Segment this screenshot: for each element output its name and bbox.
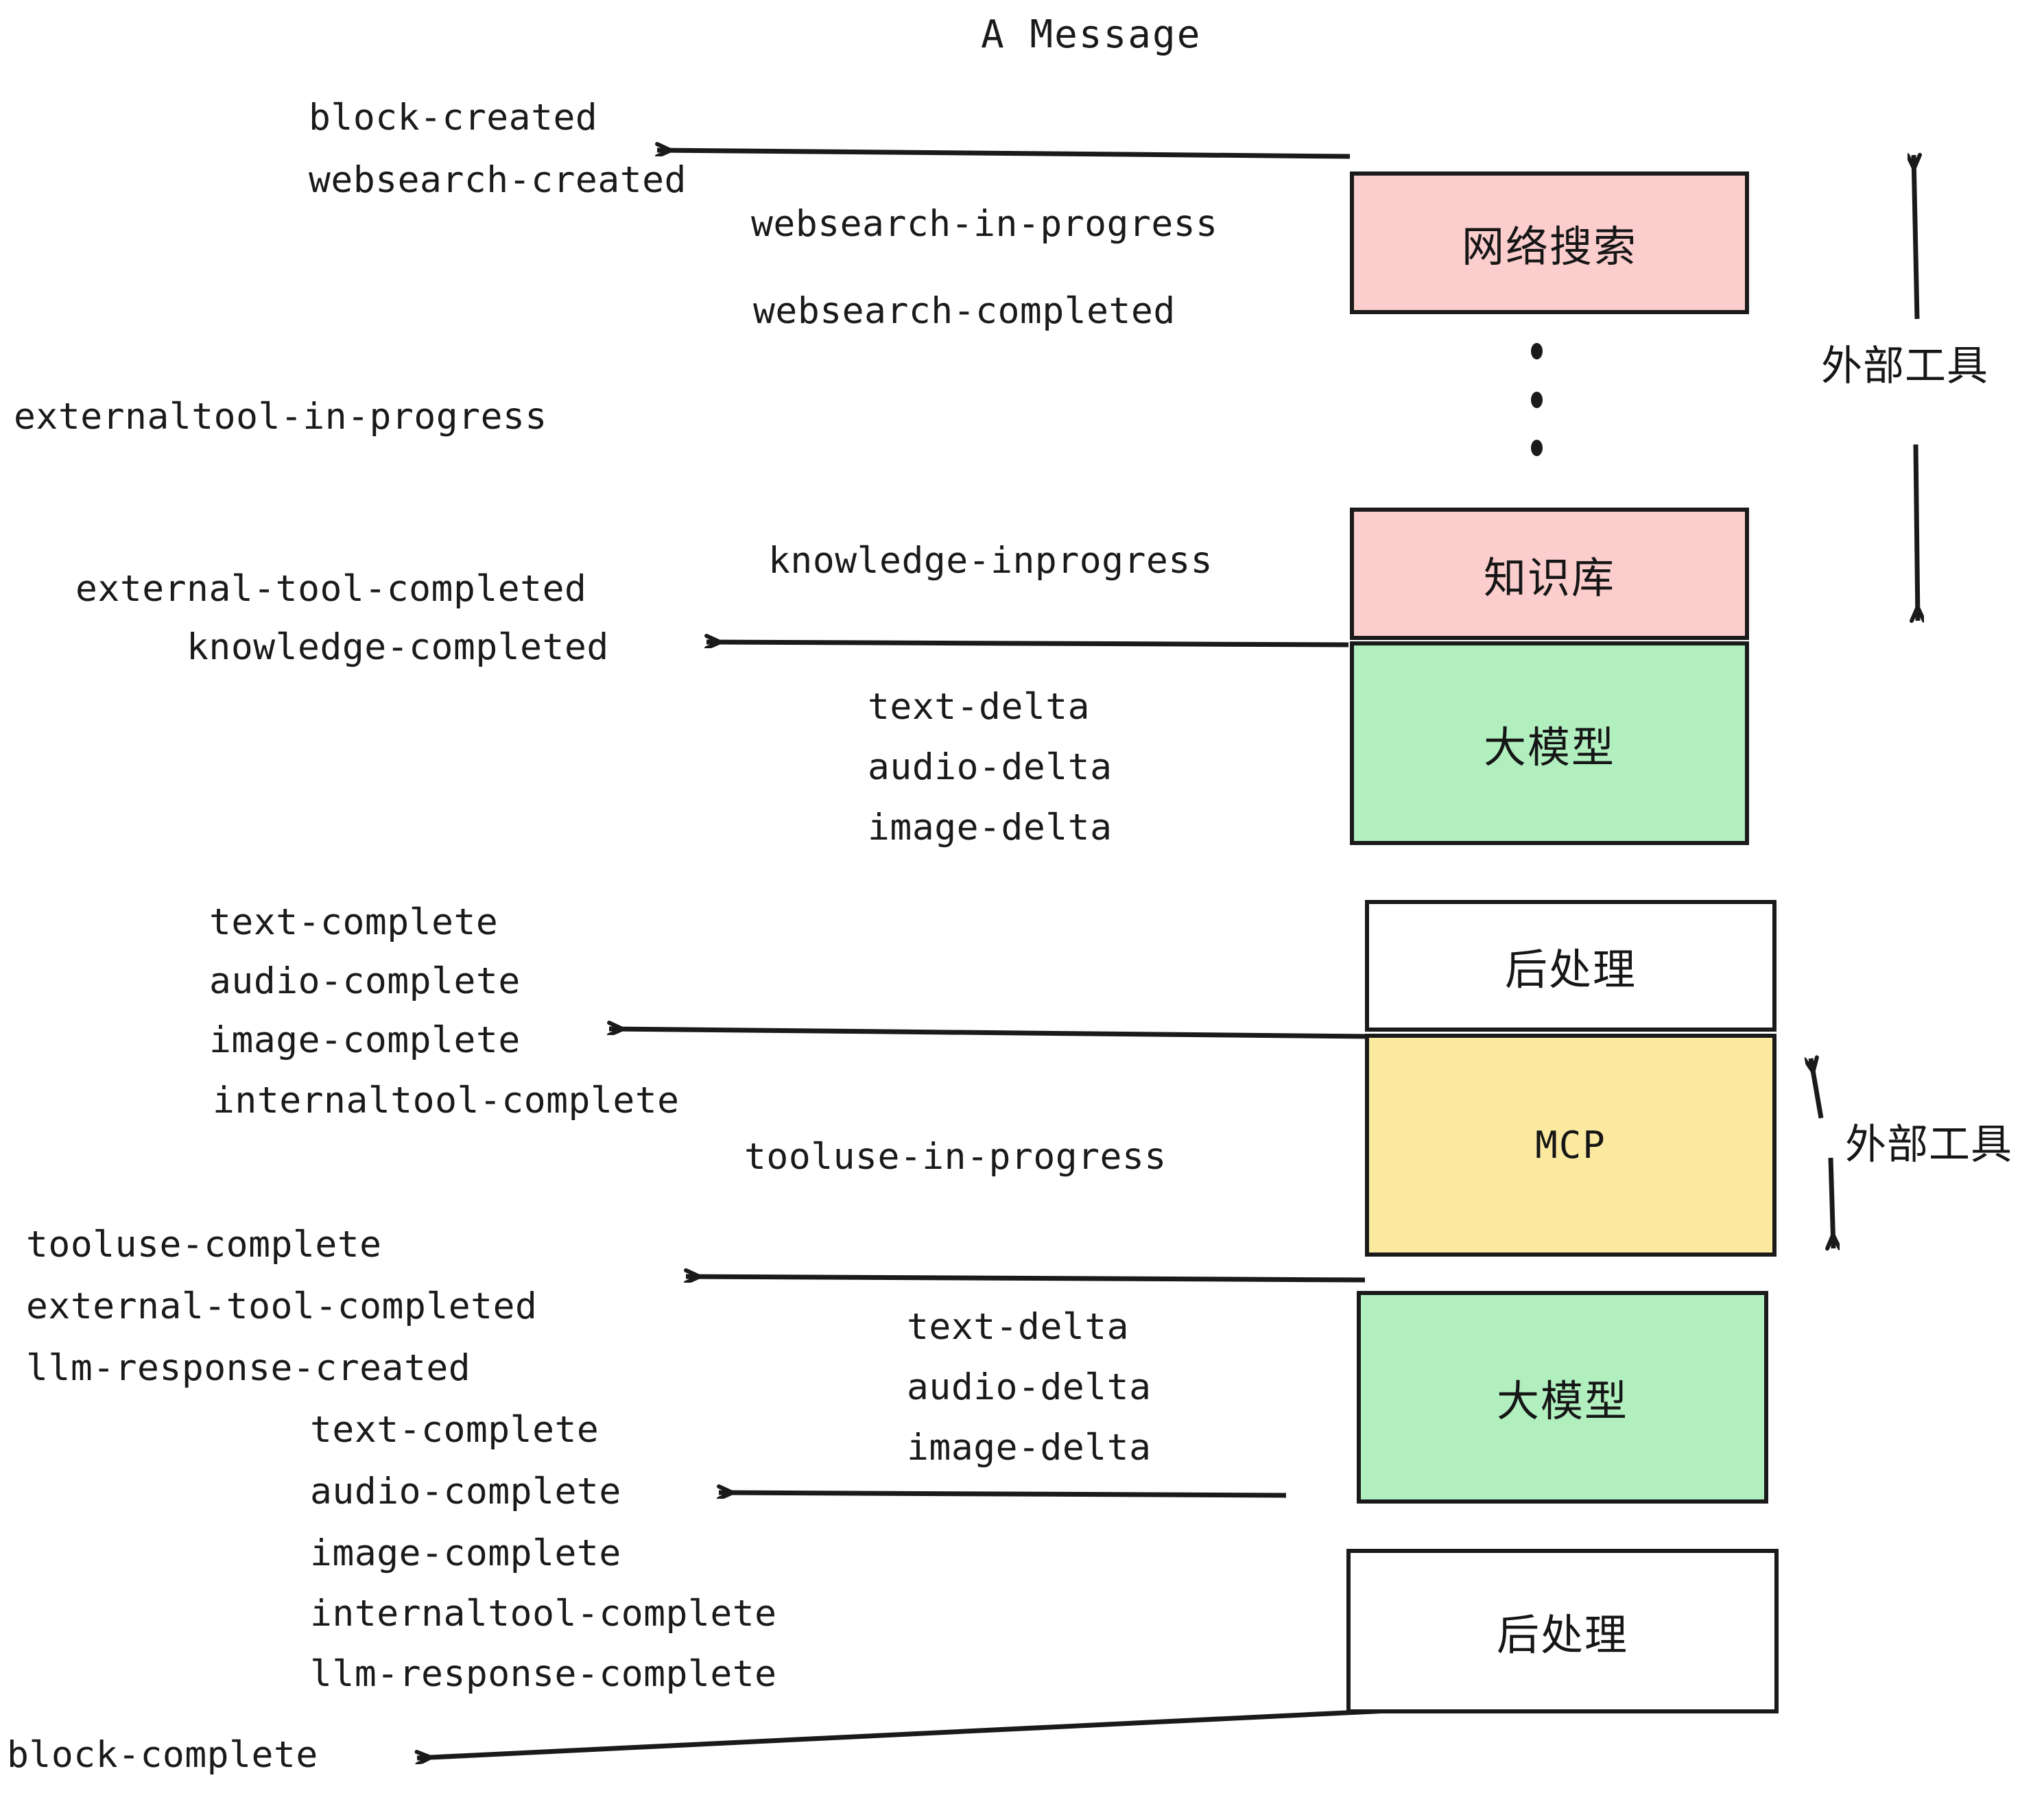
node-llm-2[interactable]: 大模型 — [1357, 1291, 1768, 1504]
node-knowledge[interactable]: 知识库 — [1350, 508, 1749, 640]
event-externaltool-in-progress: externaltool-in-progress — [14, 396, 547, 438]
event-image-delta-1: image-delta — [868, 807, 1113, 848]
event-text-delta-1: text-delta — [868, 686, 1091, 728]
arrow-websearch-to-block-created — [657, 150, 1351, 159]
event-audio-delta-2: audio-delta — [907, 1366, 1152, 1408]
event-internaltool-complete-1: internaltool-complete — [213, 1080, 680, 1121]
event-external-tool-completed-2: external-tool-completed — [26, 1285, 538, 1327]
event-external-tool-completed-1: external-tool-completed — [75, 568, 587, 610]
page-title: A Message — [981, 12, 1202, 57]
event-image-complete-1: image-complete — [209, 1019, 521, 1061]
node-mcp-label: MCP — [1535, 1124, 1606, 1167]
vertical-ellipsis — [1530, 343, 1543, 456]
arrow-knowledge-to-knowledge-completed — [706, 642, 1349, 645]
arrow-postprocess-to-image-complete — [609, 1029, 1370, 1039]
event-tooluse-complete: tooluse-complete — [26, 1224, 382, 1266]
span-label-external-tools-top: 外部工具 — [1821, 342, 1988, 390]
span-arrow-up-external-tools-top — [1914, 155, 1917, 320]
event-llm-response-complete: llm-response-complete — [310, 1653, 777, 1695]
node-postprocess-1[interactable]: 后处理 — [1365, 900, 1776, 1032]
event-websearch-completed: websearch-completed — [753, 290, 1176, 332]
arrow-llm-to-audio-complete — [719, 1493, 1287, 1495]
span-arrow-down-external-tools-top — [1916, 444, 1918, 621]
event-llm-response-created: llm-response-created — [26, 1347, 471, 1389]
node-llm-1-label: 大模型 — [1483, 722, 1615, 772]
event-audio-delta-1: audio-delta — [868, 746, 1113, 788]
node-llm-2-label: 大模型 — [1496, 1376, 1628, 1426]
arrow-mcp-to-tooluse-complete — [686, 1277, 1366, 1280]
event-internaltool-complete-2: internaltool-complete — [310, 1593, 777, 1635]
arrow-postprocess-to-block-complete — [417, 1708, 1389, 1758]
node-llm-1[interactable]: 大模型 — [1350, 641, 1749, 845]
event-websearch-created: websearch-created — [309, 159, 687, 201]
node-postprocess-2[interactable]: 后处理 — [1346, 1549, 1779, 1713]
span-label-external-tools-bottom: 外部工具 — [1845, 1121, 2012, 1169]
span-arrow-down-external-tools-bottom — [1831, 1157, 1833, 1248]
event-block-created: block-created — [309, 97, 598, 139]
node-websearch[interactable]: 网络搜索 — [1350, 171, 1749, 314]
event-knowledge-inprogress: knowledge-inprogress — [768, 540, 1213, 582]
node-postprocess-1-label: 后处理 — [1504, 945, 1637, 995]
event-image-delta-2: image-delta — [907, 1427, 1152, 1469]
event-text-delta-2: text-delta — [907, 1306, 1130, 1348]
event-audio-complete-2: audio-complete — [310, 1471, 621, 1512]
event-websearch-in-progress: websearch-in-progress — [751, 203, 1218, 245]
event-audio-complete-1: audio-complete — [209, 960, 521, 1002]
event-text-complete-2: text-complete — [310, 1409, 599, 1451]
node-mcp[interactable]: MCP — [1365, 1034, 1776, 1257]
event-tooluse-in-progress: tooluse-in-progress — [744, 1136, 1167, 1178]
event-knowledge-completed: knowledge-completed — [187, 626, 609, 668]
node-postprocess-2-label: 后处理 — [1496, 1610, 1628, 1660]
event-block-complete: block-complete — [7, 1734, 318, 1776]
node-knowledge-label: 知识库 — [1483, 552, 1615, 603]
event-image-complete-2: image-complete — [310, 1532, 621, 1574]
event-text-complete-1: text-complete — [209, 901, 499, 943]
node-websearch-label: 网络搜索 — [1461, 222, 1637, 272]
span-arrow-up-external-tools-bottom — [1811, 1058, 1824, 1119]
